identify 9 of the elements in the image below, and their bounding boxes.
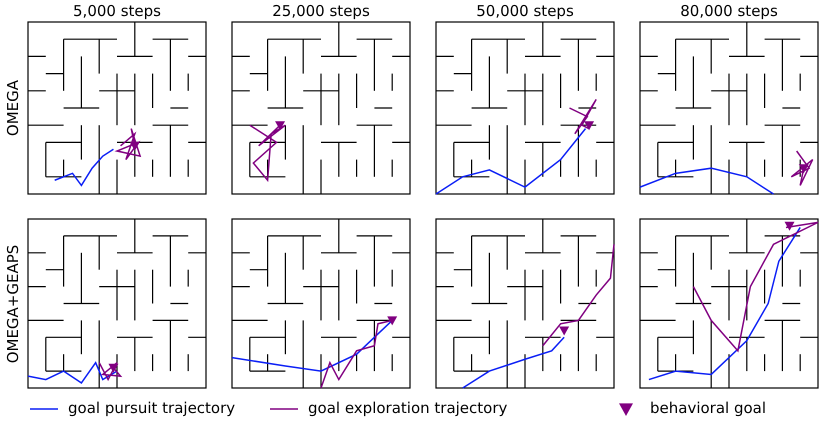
column-heading: 25,000 steps: [272, 2, 370, 20]
legend-label: goal pursuit trajectory: [68, 399, 236, 417]
column-heading: 5,000 steps: [73, 2, 161, 20]
legend-label: goal exploration trajectory: [308, 399, 508, 417]
column-heading: 50,000 steps: [476, 2, 574, 20]
legend-label: behavioral goal: [650, 399, 766, 417]
column-heading: 80,000 steps: [680, 2, 778, 20]
row-label: OMEGA+GEAPS: [4, 244, 22, 363]
row-label: OMEGA: [4, 80, 22, 136]
